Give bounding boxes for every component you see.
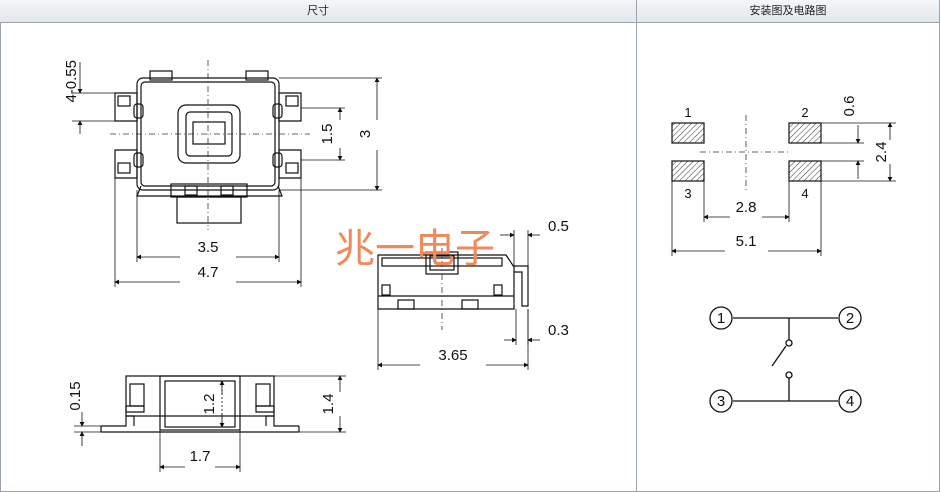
header-dimensions: 尺寸 xyxy=(0,0,637,23)
dim-terminal: 0.15 xyxy=(67,381,84,410)
pad-4 xyxy=(788,160,822,182)
dim-body-width: 3.5 xyxy=(198,239,219,256)
dim-pad-gap: 0.6 xyxy=(841,96,858,117)
side-view-dim-lines xyxy=(377,230,540,370)
pad-label-1: 1 xyxy=(684,105,691,120)
dim-stem-height: 1.2 xyxy=(201,394,218,415)
dim-outer-span: 5.1 xyxy=(736,233,757,250)
panel-divider xyxy=(636,22,637,491)
front-view-dim-lines xyxy=(74,375,346,472)
dim-body-height: 3 xyxy=(357,130,374,138)
dim-pad-pitch: 4-0.55 xyxy=(63,60,80,103)
top-view-dim-lines xyxy=(72,62,382,287)
dim-row-pitch: 2.4 xyxy=(873,142,890,163)
dim-lever: 0.5 xyxy=(548,218,569,235)
pad-2 xyxy=(788,122,822,144)
dim-stem-width: 1.7 xyxy=(190,448,211,465)
circuit-node-3 xyxy=(709,389,733,413)
pad-3 xyxy=(671,160,705,182)
dim-side-length: 3.65 xyxy=(438,347,467,364)
front-view xyxy=(100,375,300,433)
pad-layout xyxy=(671,122,822,182)
side-view xyxy=(377,251,529,310)
dim-base: 0.3 xyxy=(548,322,569,339)
top-view-centerlines xyxy=(110,60,310,230)
pad-label-2: 2 xyxy=(801,105,808,120)
circuit-label-1: 1 xyxy=(717,310,725,327)
circuit-label-4: 4 xyxy=(846,393,854,410)
header-layout-circuit: 安装图及电路图 xyxy=(637,0,939,23)
pad-label-3: 3 xyxy=(684,186,691,201)
pad-1 xyxy=(671,122,705,144)
pad-label-4: 4 xyxy=(801,186,808,201)
dim-inner-span: 2.8 xyxy=(736,199,757,216)
dim-total-width: 4.7 xyxy=(198,264,219,281)
circuit-node-1 xyxy=(709,306,733,330)
circuit-node-4 xyxy=(838,389,862,413)
watermark: 兆一电子 xyxy=(335,226,495,272)
dim-inner-height: 1.5 xyxy=(319,124,336,145)
dim-total-height: 1.4 xyxy=(320,394,337,415)
circuit-diagram xyxy=(709,306,862,413)
layout-dim-lines xyxy=(671,122,896,256)
circuit-label-3: 3 xyxy=(717,393,725,410)
circuit-label-2: 2 xyxy=(846,310,854,327)
circuit-node-2 xyxy=(838,306,862,330)
